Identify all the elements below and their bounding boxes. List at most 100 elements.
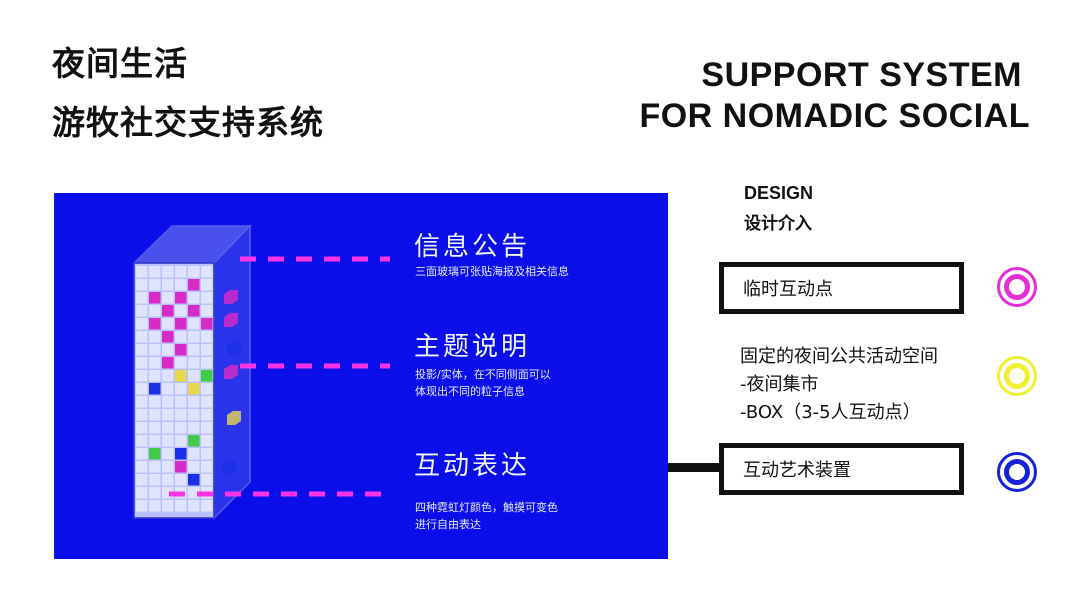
tower-grid-cell [175, 383, 187, 395]
tower-grid-cell [162, 474, 174, 486]
tower-grid-cell [175, 474, 187, 486]
tower-grid-cell [162, 344, 174, 356]
tower-grid-cell [149, 305, 161, 317]
tower-grid-cell [149, 435, 161, 447]
tower-grid-cell [136, 487, 148, 499]
tower-grid-cell [188, 383, 200, 395]
tower-grid-cell [162, 448, 174, 460]
tower-grid-cell [201, 357, 213, 369]
tower-illustration [132, 224, 390, 520]
tower-grid-cell [149, 318, 161, 330]
design-item-line: 固定的夜间公共活动空间 [740, 346, 938, 367]
title-cn-line2: 游牧社交支持系统 [52, 103, 324, 142]
tower-grid-cell [149, 331, 161, 343]
ring-blue-icon [997, 452, 1037, 492]
installation-panel: 信息公告 三面玻璃可张贴海报及相关信息 主题说明 投影/实体，在不同侧面可以 体… [54, 193, 668, 559]
tower-grid-cell [201, 500, 213, 512]
tower-grid-cell [201, 474, 213, 486]
tower-grid-cell [188, 409, 200, 421]
tower-grid-cell [201, 292, 213, 304]
tower-grid-cell [175, 396, 187, 408]
tower-grid-cell [188, 318, 200, 330]
tower-grid-cell [162, 435, 174, 447]
tower-grid-cell [188, 279, 200, 291]
tower-side-tile [224, 313, 238, 327]
tower-grid-cell [201, 318, 213, 330]
design-item-art-installation: 互动艺术装置 [719, 443, 964, 495]
tower-grid-cell [149, 292, 161, 304]
feature-title-interaction: 互动表达 [414, 451, 531, 481]
tower-grid-cell [188, 461, 200, 473]
tower-grid-cell [162, 422, 174, 434]
tower-grid-cell [175, 305, 187, 317]
design-item-fixed-space: 固定的夜间公共活动空间 -夜间集市 -BOX（3-5人互动点） [740, 343, 938, 427]
tower-grid-cell [201, 396, 213, 408]
tower-grid-cell [188, 266, 200, 278]
tower-grid-cell [201, 266, 213, 278]
tower-grid-cell [136, 422, 148, 434]
tower-grid-cell [201, 448, 213, 460]
tower-grid-cell [136, 448, 148, 460]
design-item-label: 临时互动点 [743, 279, 833, 300]
tower-grid-cell [188, 331, 200, 343]
tower-grid-cell [175, 357, 187, 369]
tower-grid-cell [201, 383, 213, 395]
tower-grid-cell [136, 305, 148, 317]
tower-grid-cell [136, 474, 148, 486]
tower-grid-cell [149, 461, 161, 473]
tower-grid-cell [188, 435, 200, 447]
design-label-cn: 设计介入 [744, 214, 812, 234]
feature-desc-line: 进行自由表达 [415, 518, 481, 531]
tower-grid-cell [136, 370, 148, 382]
tower-grid-cell [149, 370, 161, 382]
tower-grid-cell [201, 279, 213, 291]
design-label: DESIGN [744, 183, 814, 203]
tower-grid-cell [136, 357, 148, 369]
tower-grid-cell [162, 487, 174, 499]
tower-grid-cell [162, 292, 174, 304]
tower-grid-cell [149, 396, 161, 408]
tower-grid-cell [188, 448, 200, 460]
tower-grid-cell [162, 331, 174, 343]
tower-grid-cell [175, 370, 187, 382]
tower-grid-cell [136, 500, 148, 512]
tower-grid-cell [162, 318, 174, 330]
tower-grid-cell [149, 357, 161, 369]
ring-yellow-icon [997, 356, 1037, 396]
tower-grid-cell [188, 344, 200, 356]
tower-grid-cell [201, 331, 213, 343]
tower-grid-cell [201, 370, 213, 382]
tower-grid-cell [201, 344, 213, 356]
tower-grid-cell [136, 266, 148, 278]
tower-grid-cell [149, 422, 161, 434]
tower-grid-cell [188, 305, 200, 317]
tower-grid-cell [149, 474, 161, 486]
design-item-line: -BOX（3-5人互动点） [740, 402, 921, 423]
tower-grid-cell [175, 266, 187, 278]
tower-grid-cell [188, 357, 200, 369]
connector-bar [668, 463, 720, 472]
tower-grid-cell [149, 266, 161, 278]
tower-grid-cell [201, 422, 213, 434]
design-item-temporary-point: 临时互动点 [719, 262, 964, 314]
tower-grid-cell [162, 383, 174, 395]
tower-grid-cell [188, 500, 200, 512]
tower-grid-cell [136, 409, 148, 421]
design-item-label: 互动艺术装置 [743, 460, 851, 481]
tower-grid [136, 266, 213, 512]
feature-title-theme: 主题说明 [414, 332, 531, 362]
tower-grid-cell [136, 331, 148, 343]
feature-desc-line: 四种霓虹灯颜色，触摸可变色 [415, 501, 558, 514]
tower-grid-cell [162, 409, 174, 421]
tower-grid-cell [149, 409, 161, 421]
tower-grid-cell [162, 266, 174, 278]
tower-grid-cell [175, 279, 187, 291]
tower-grid-cell [188, 292, 200, 304]
feature-desc-line: 体现出不同的粒子信息 [415, 385, 525, 398]
tower-grid-cell [188, 422, 200, 434]
tower-side-tile [224, 365, 238, 379]
tower-grid-cell [175, 435, 187, 447]
tower-grid-cell [175, 292, 187, 304]
tower-grid-cell [175, 344, 187, 356]
tower-grid-cell [136, 344, 148, 356]
